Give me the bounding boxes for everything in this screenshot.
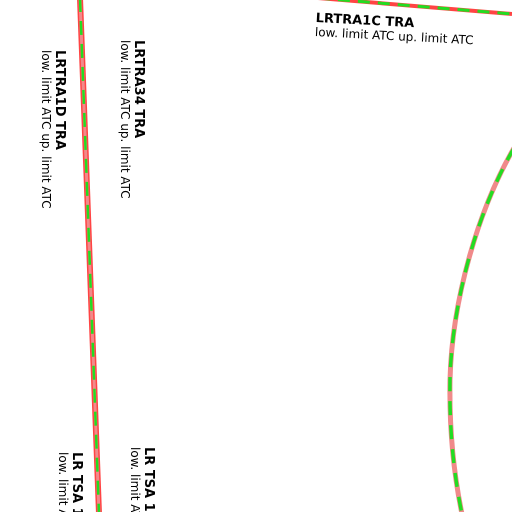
- lrtra1d-limits: low. limit ATC up. limit ATC: [39, 50, 53, 209]
- lrtra34-label: LRTRA34 TRA low. limit ATC up. limit ATC: [118, 40, 146, 199]
- lr-tsa-1c-name: LR TSA 1C: [141, 447, 156, 512]
- lrtra1d-label: LRTRA1D TRA low. limit ATC up. limit ATC: [39, 50, 67, 209]
- lrtra1c-dashed-line: [324, 0, 512, 16]
- lr-tsa-1-limits: low. limit A: [56, 452, 70, 512]
- lr-tsa-1-name: LR TSA 1: [69, 452, 84, 512]
- lrtra1d-name: LRTRA1D TRA: [52, 50, 67, 150]
- lr-tsa-1c-limits: low. limit ATC: [128, 447, 142, 512]
- lrtra34-name: LRTRA34 TRA: [131, 40, 146, 139]
- lr-tsa-1c-label: LR TSA 1C low. limit ATC: [128, 447, 156, 512]
- curved-dashed-line: [448, 147, 512, 512]
- tsa-dashed-boundary-line: [78, 0, 101, 512]
- lrtra34-limits: low. limit ATC up. limit ATC: [118, 40, 132, 199]
- curved-boundary-line: [447, 146, 512, 512]
- lr-tsa-1-label: LR TSA 1 low. limit A: [56, 452, 84, 512]
